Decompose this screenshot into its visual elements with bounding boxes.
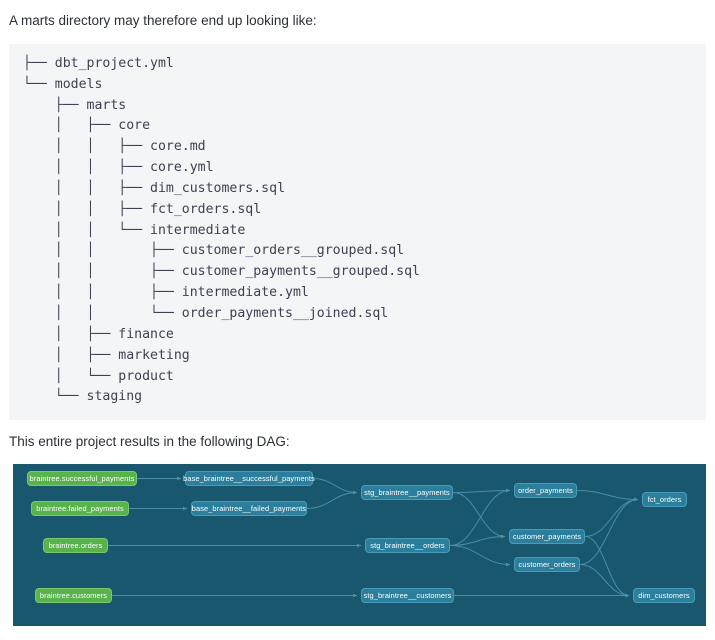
dag-node-stg_braintree__customers[interactable]: stg_braintree__customers — [361, 588, 454, 604]
dag-edge — [576, 490, 639, 502]
dag-node-braintree_failed_payments[interactable]: braintree.failed_payments — [31, 501, 129, 517]
dag-edge — [449, 545, 511, 567]
dag-edge — [584, 497, 639, 538]
dag-edge — [452, 492, 506, 539]
intro-caption: A marts directory may therefore end up l… — [9, 13, 317, 28]
dag-edge — [584, 536, 630, 598]
dag-node-stg_braintree__payments[interactable]: stg_braintree__payments — [361, 485, 453, 501]
dag-edge — [452, 488, 511, 494]
dag-edge-layer — [108, 476, 639, 598]
dag-node-base_braintree__failed_payments[interactable]: base_braintree__failed_payments — [191, 501, 307, 517]
dag-node-fct_orders[interactable]: fct_orders — [642, 492, 687, 508]
dag-edge — [449, 488, 511, 547]
dag-node-braintree_orders[interactable]: braintree.orders — [43, 538, 108, 554]
dag-edge — [449, 534, 506, 547]
dag-node-customer_orders[interactable]: customer_orders — [514, 557, 580, 573]
dag-edge — [579, 497, 639, 566]
dag-node-customer_payments[interactable]: customer_payments — [509, 529, 585, 545]
directory-tree-code-block: ├── dbt_project.yml └── models ├── marts… — [9, 43, 706, 421]
dag-node-braintree_customers[interactable]: braintree.customers — [35, 588, 112, 604]
dag-edge — [306, 490, 358, 510]
dag-node-base_braintree__successful_payments[interactable]: base_braintree__successful_payments — [183, 471, 315, 487]
dag-node-order_payments[interactable]: order_payments — [514, 483, 577, 499]
dag-diagram[interactable]: braintree.successful_payments braintree.f… — [13, 464, 706, 627]
dag-node-dim_customers[interactable]: dim_customers — [633, 588, 695, 604]
dag-edge — [312, 478, 358, 495]
dag-edge — [579, 564, 630, 598]
dag-node-braintree_successful_payments[interactable]: braintree.successful_payments — [27, 471, 137, 487]
dag-caption: This entire project results in the follo… — [9, 434, 290, 450]
directory-tree-text: ├── dbt_project.yml └── models ├── marts… — [23, 55, 420, 405]
dag-node-stg_braintree__orders[interactable]: stg_braintree__orders — [365, 538, 450, 554]
